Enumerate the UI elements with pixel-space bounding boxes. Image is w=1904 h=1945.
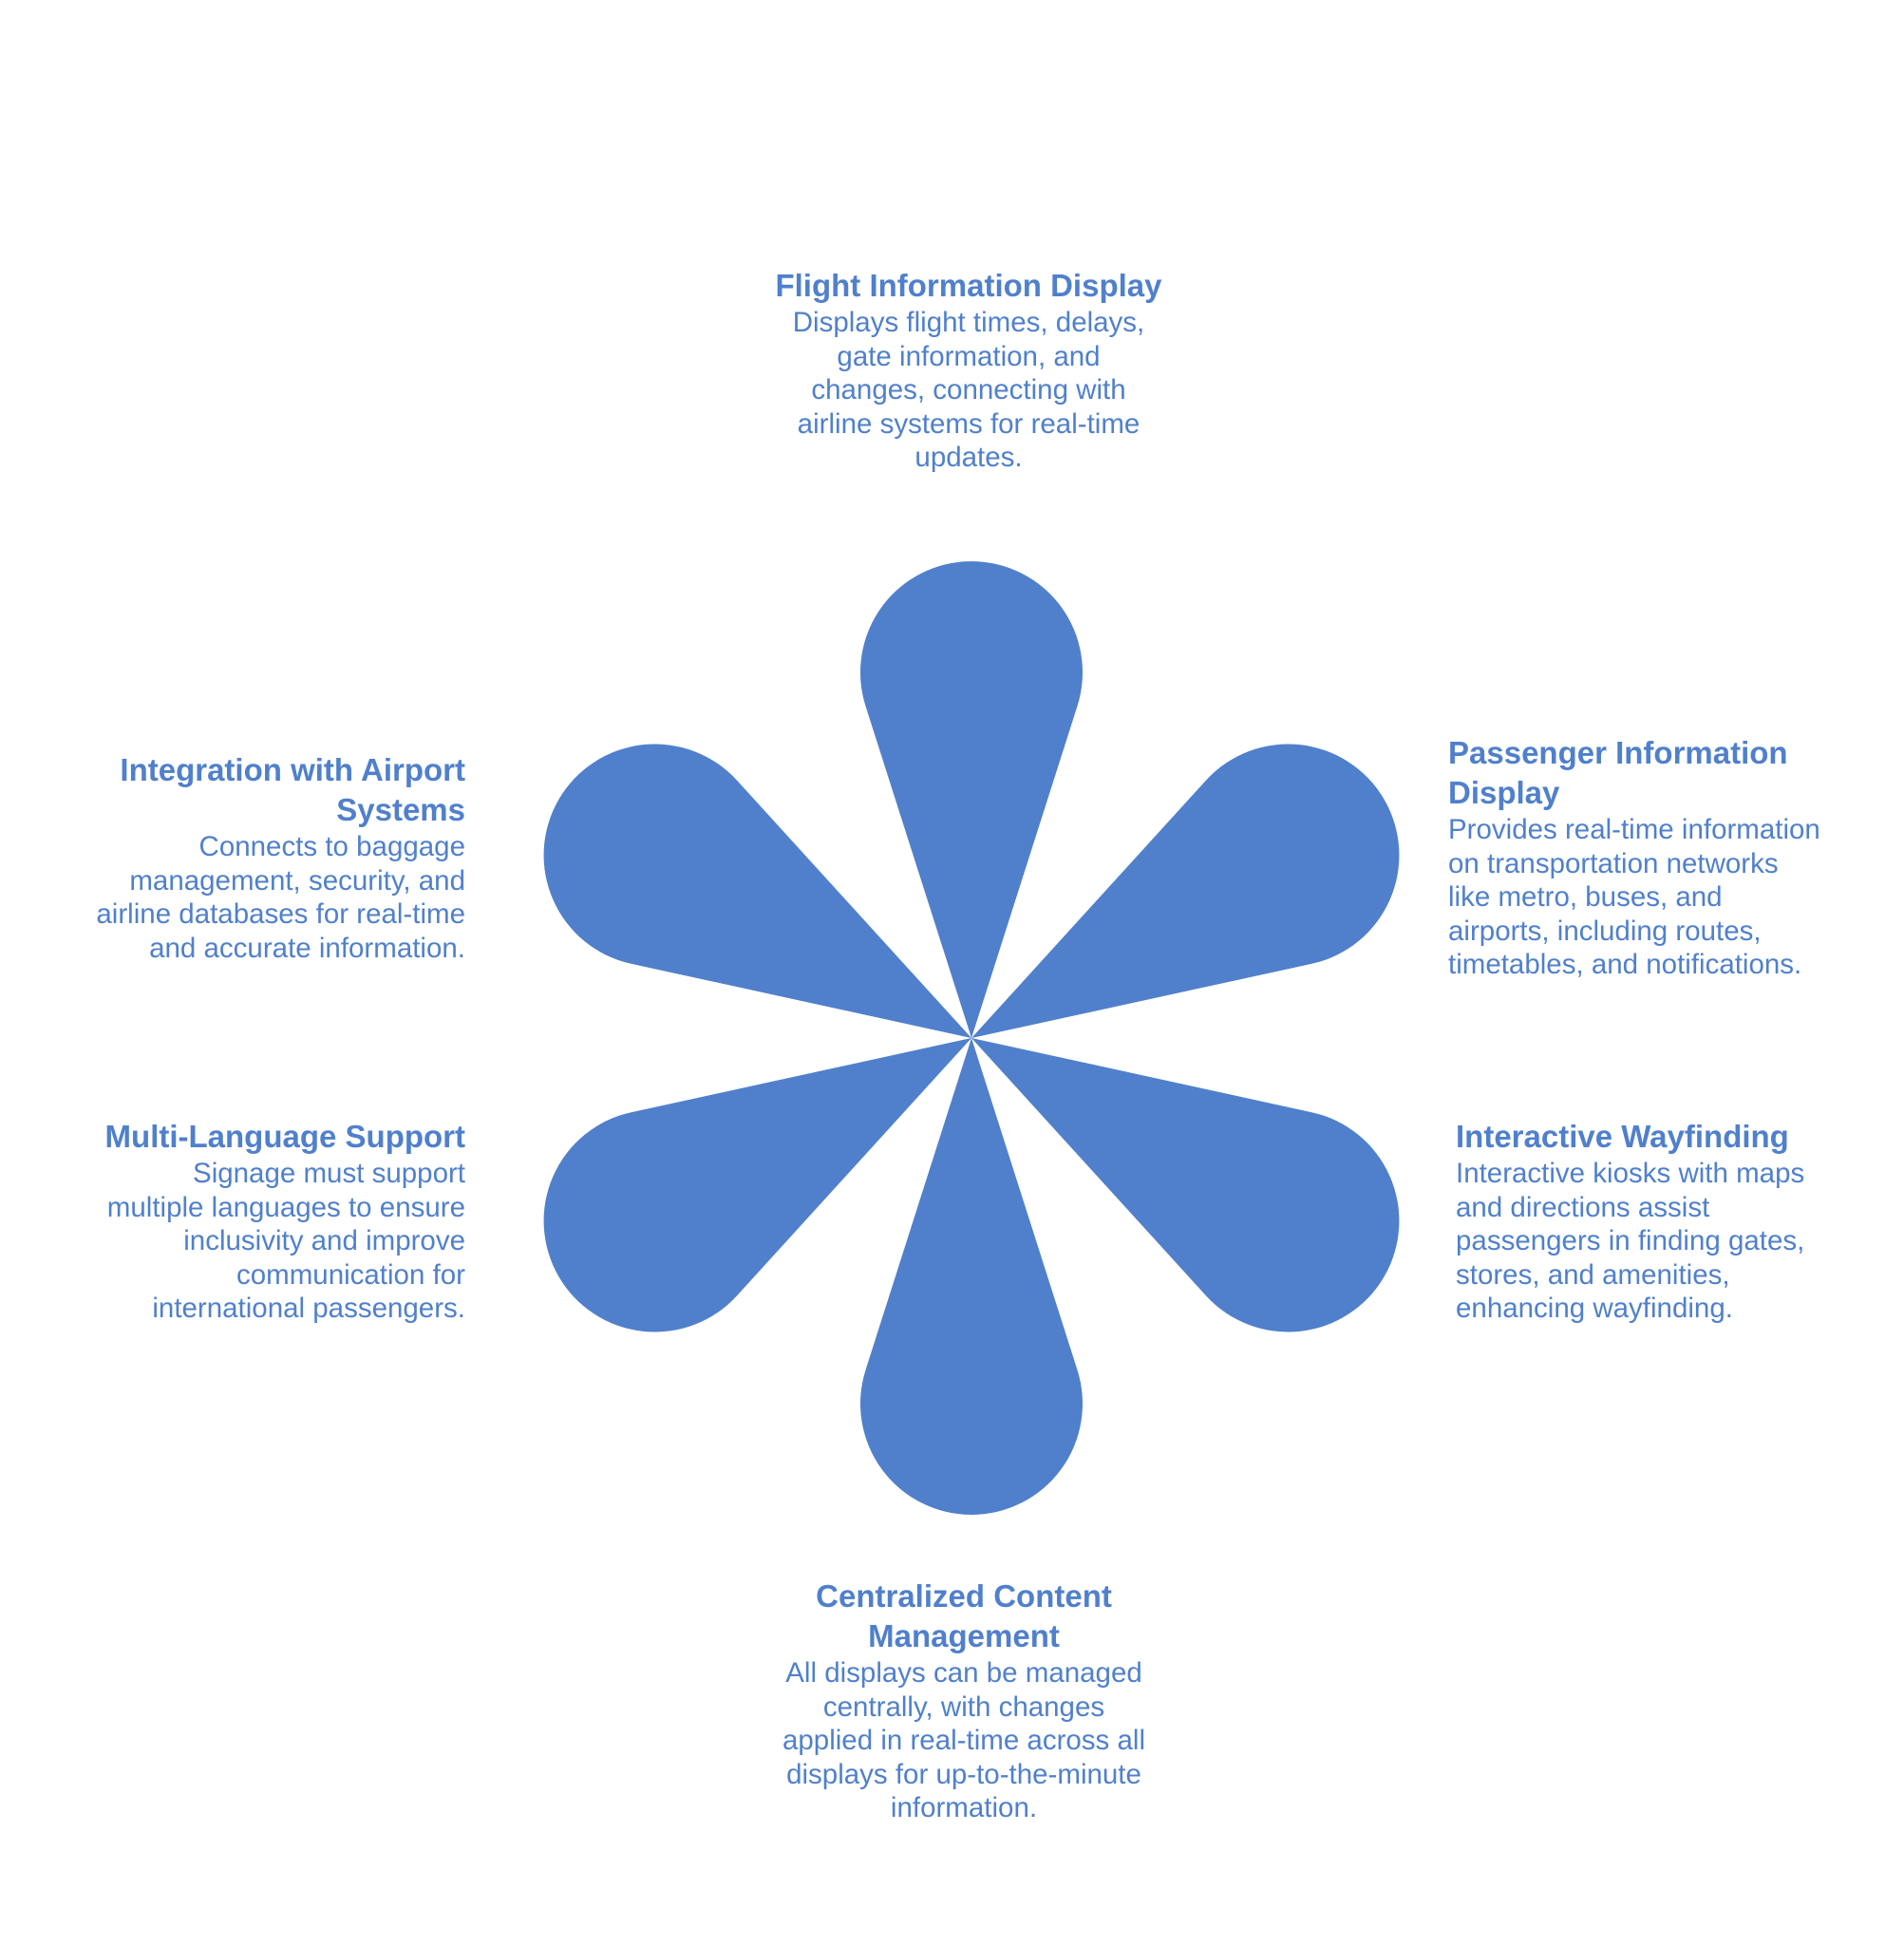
description-line: timetables, and notifications. bbox=[1448, 949, 1802, 981]
item-multi-language-support: Multi-Language Support Signage must supp… bbox=[38, 1117, 465, 1326]
description-line: enhancing wayfinding. bbox=[1456, 1293, 1733, 1325]
petal-upper-left bbox=[543, 744, 971, 1038]
title-line: Passenger Information bbox=[1448, 735, 1788, 770]
description-line: airline systems for real-time bbox=[797, 407, 1141, 440]
description-line: international passengers. bbox=[152, 1293, 465, 1325]
description-line: like metro, buses, and bbox=[1448, 881, 1723, 914]
item-title: Passenger Information Display bbox=[1448, 733, 1866, 813]
description-line: stores, and amenities, bbox=[1456, 1258, 1730, 1291]
item-description: Provides real-time information on transp… bbox=[1448, 813, 1866, 982]
description-line: Displays flight times, delays, bbox=[792, 307, 1145, 338]
petal-upper-right bbox=[971, 744, 1400, 1038]
description-line: airline databases for real-time bbox=[96, 898, 465, 931]
description-line: information. bbox=[890, 1792, 1038, 1824]
title-line: Integration with Airport bbox=[120, 752, 465, 787]
description-line: communication for bbox=[236, 1258, 465, 1291]
description-line: Signage must support bbox=[193, 1158, 465, 1189]
item-flight-information-display: Flight Information Display Displays flig… bbox=[741, 266, 1197, 475]
description-line: inclusivity and improve bbox=[183, 1225, 465, 1257]
description-line: changes, connecting with bbox=[811, 374, 1126, 406]
description-line: Provides real-time information bbox=[1448, 814, 1820, 845]
description-line: management, security, and bbox=[129, 864, 465, 897]
title-line: Centralized Content bbox=[816, 1578, 1112, 1614]
item-description: Signage must support multiple languages … bbox=[38, 1157, 465, 1326]
petal-top bbox=[860, 561, 1083, 1038]
description-line: Connects to baggage bbox=[198, 831, 465, 862]
item-title: Interactive Wayfinding bbox=[1456, 1119, 1789, 1154]
item-title: Integration with Airport Systems bbox=[38, 750, 465, 830]
description-line: updates. bbox=[914, 442, 1023, 474]
item-interactive-wayfinding: Interactive Wayfinding Interactive kiosk… bbox=[1456, 1117, 1855, 1326]
item-title: Centralized Content Management bbox=[755, 1577, 1173, 1656]
description-line: centrally, with changes bbox=[822, 1690, 1105, 1723]
petal-bottom bbox=[860, 1038, 1083, 1515]
description-line: Interactive kiosks with maps bbox=[1456, 1158, 1805, 1189]
description-line: All displays can be managed bbox=[785, 1657, 1142, 1689]
description-line: and directions assist bbox=[1456, 1191, 1710, 1223]
description-line: and accurate information. bbox=[149, 932, 465, 964]
description-line: on transportation networks bbox=[1448, 847, 1779, 879]
description-line: applied in real-time across all bbox=[782, 1725, 1146, 1757]
description-line: airports, including routes, bbox=[1448, 915, 1762, 947]
title-line: Systems bbox=[336, 792, 465, 827]
description-line: multiple languages to ensure bbox=[106, 1191, 465, 1223]
petal-lower-right bbox=[971, 1038, 1400, 1332]
item-integration-with-airport-systems: Integration with Airport Systems Connect… bbox=[38, 750, 465, 965]
petal-lower-left bbox=[543, 1038, 971, 1332]
item-description: Interactive kiosks with maps and directi… bbox=[1456, 1157, 1855, 1326]
description-line: gate information, and bbox=[837, 340, 1101, 372]
description-line: passengers in finding gates, bbox=[1456, 1225, 1805, 1257]
item-title: Multi-Language Support bbox=[104, 1119, 465, 1154]
item-description: Displays flight times, delays, gate info… bbox=[741, 306, 1197, 475]
item-description: All displays can be managed centrally, w… bbox=[755, 1656, 1173, 1825]
item-title: Flight Information Display bbox=[775, 268, 1162, 303]
description-line: displays for up-to-the-minute bbox=[786, 1758, 1141, 1790]
item-description: Connects to baggage management, security… bbox=[38, 830, 465, 965]
title-line: Display bbox=[1448, 775, 1560, 810]
item-centralized-content-management: Centralized Content Management All displ… bbox=[755, 1577, 1173, 1825]
item-passenger-information-display: Passenger Information Display Provides r… bbox=[1448, 733, 1866, 982]
title-line: Management bbox=[868, 1618, 1060, 1653]
